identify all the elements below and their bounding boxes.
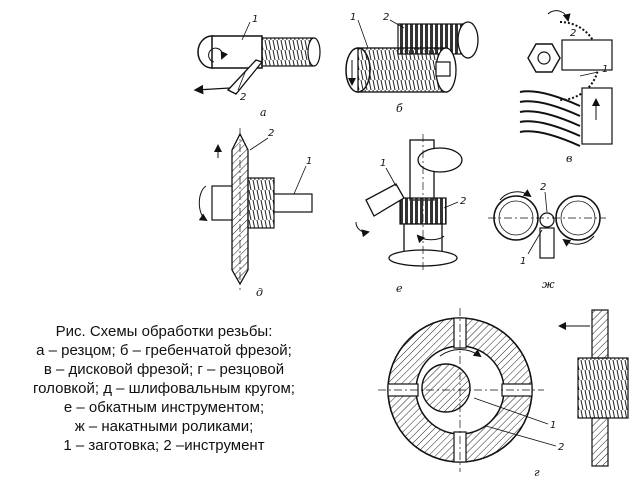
figure-g-die-head: 1 2 г <box>378 308 629 479</box>
fig-e-number-2: 2 <box>460 196 466 207</box>
fig-g-label: г <box>534 466 540 479</box>
fig-zh-number-1: 1 <box>520 256 526 267</box>
fig-g-number-1: 1 <box>550 420 556 431</box>
caption-line: 1 – заготовка; 2 –инструмент <box>63 437 265 454</box>
fig-v-number-2: 2 <box>570 28 576 39</box>
fig-d-number-1: 1 <box>306 156 312 167</box>
figure-b-comb-mill: 1 2 б <box>345 12 479 115</box>
fig-d-label: д <box>256 286 263 299</box>
fig-b-label: б <box>396 102 403 115</box>
fig-a-label: а <box>260 106 267 119</box>
caption-title: Рис. Схемы обработки резьбы: <box>55 323 273 340</box>
fig-zh-label: ж <box>542 278 555 291</box>
figure-zh-thread-rollers: 2 1 ж <box>488 182 606 291</box>
figure-d-grinding-wheel: 2 1 д <box>198 128 313 299</box>
fig-v-number-1: 1 <box>602 64 608 75</box>
fig-zh-number-2: 2 <box>540 182 546 193</box>
fig-a-number-1: 1 <box>252 14 258 25</box>
caption-line: головкой; д – шлифовальным кругом; <box>33 380 295 397</box>
figure-v-disk-mill: 1 2 в <box>519 10 613 165</box>
fig-g-number-2: 2 <box>558 442 564 453</box>
caption-line: ж – накатными роликами; <box>74 418 254 435</box>
fig-d-number-2: 2 <box>268 128 274 139</box>
caption-line: а – резцом; б – гребенчатой фрезой; <box>36 342 292 359</box>
caption-line: е – обкатным инструментом; <box>63 399 265 416</box>
caption-line: в – дисковой фрезой; г – резцовой <box>43 361 285 378</box>
fig-e-label: е <box>396 282 403 295</box>
figure-caption: Рис. Схемы обработки резьбы: а – резцом;… <box>14 322 314 455</box>
fig-v-label: в <box>566 152 572 165</box>
fig-b-number-2: 2 <box>383 12 389 23</box>
figure-e-rolling-tool: 1 2 е <box>355 134 466 295</box>
fig-e-number-1: 1 <box>380 158 386 169</box>
figure-a-cutter: 1 2 а <box>193 14 321 119</box>
fig-a-number-2: 2 <box>240 92 246 103</box>
fig-b-number-1: 1 <box>350 12 356 23</box>
